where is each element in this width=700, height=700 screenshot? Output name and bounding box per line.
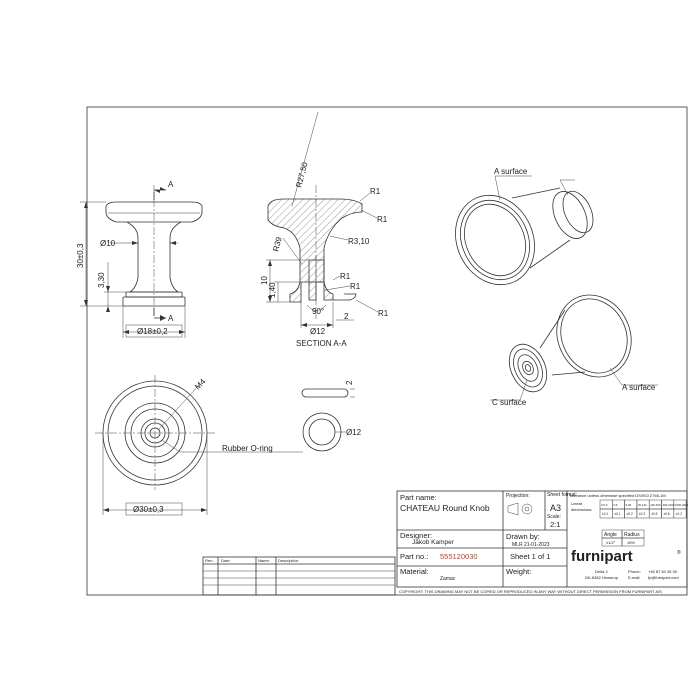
dim-r2750: R27,50 [294, 161, 310, 189]
part-name-label: Part name: [400, 493, 437, 502]
dim-neck: Ø10 [100, 239, 116, 248]
tol-value-text: ±0.2 [627, 512, 633, 516]
linear-label: Linear [571, 501, 583, 506]
radius-value: ±5% [627, 540, 635, 545]
tol-range-text: 120-400 [650, 503, 661, 507]
tol-value-text: ±1.2 [676, 512, 682, 516]
dim-r39: R39 [271, 235, 284, 252]
part-no-label: Part no.: [400, 552, 428, 561]
tol-value-text: ±0.1 [602, 512, 608, 516]
address-1: Delta 2 [595, 569, 608, 574]
dim-bottom-dia: Ø30±0,3 [133, 505, 164, 514]
tol-range-text: 6-30 [626, 503, 632, 507]
dim-base-width: Ø18±0,2 [137, 327, 168, 336]
rev-col-name: Name: [258, 558, 270, 563]
copyright: COPYRIGHT: THIS DRAWING MAY NOT BE COPIE… [399, 589, 662, 594]
brand-mark: ® [677, 549, 681, 556]
dimensions-label: dimensions: [571, 507, 592, 512]
sheet-format: A3 [550, 503, 561, 513]
dim-12: Ø12 [310, 327, 326, 336]
rev-col-date: Date: [221, 558, 231, 563]
rev-col-description: Description: [278, 558, 299, 563]
tol-range-text: 30-120 [638, 503, 647, 507]
sheet-border [86, 106, 688, 596]
dim-r310: R3,10 [348, 237, 370, 246]
section-marker-top: A [168, 180, 174, 189]
section-marker-bottom: A [168, 314, 174, 323]
weight-label: Weight: [506, 567, 531, 576]
front-view: A A 30±0,3 Ø10 3,30 Ø18±0,2 [76, 180, 203, 338]
section-view: R27,50 R39 R1 R1 R3,10 R1 R1 R1 10 1,40 … [260, 111, 389, 348]
material-label: Material: [400, 567, 429, 576]
tol-value-text: ±0.5 [651, 512, 657, 516]
dim-height: 30±0,3 [76, 243, 85, 268]
drawn-by: MLR 21-01-2023 [512, 542, 550, 548]
tol-value-text: ±0.1 [614, 512, 620, 516]
sheet-of: Sheet 1 of 1 [510, 552, 550, 561]
material: Zamac [440, 576, 456, 582]
tol-value-text: ±0.3 [639, 512, 645, 516]
part-name: CHATEAU Round Knob [400, 503, 490, 513]
tol-range-text: 3-6 [613, 503, 617, 507]
tol-range-text: 0.5-3 [601, 503, 608, 507]
oring-thickness: 2 [345, 380, 354, 385]
brand-logo: furnipart [571, 548, 633, 565]
oring-dia: Ø12 [346, 428, 362, 437]
angle-value: ±1/2° [606, 540, 616, 545]
oring-label: Rubber O-ring [222, 444, 273, 453]
rev-col-rev: Rev.: [205, 558, 214, 563]
dim-r1-e: R1 [378, 309, 389, 318]
tol-range-text: 400-1000 [663, 503, 675, 507]
projection-label: Projection: [506, 493, 530, 499]
dim-r1-d: R1 [350, 282, 361, 291]
iso-view-top: A surface [455, 167, 594, 286]
projection-symbol [507, 502, 533, 516]
dim-10: 10 [260, 276, 269, 285]
radius-label: Radius [624, 532, 640, 538]
revision-table: Rev.: Date: Name: Description: [202, 556, 396, 596]
dim-r1-c: R1 [340, 272, 351, 281]
dim-r1-mid: R1 [377, 215, 388, 224]
scale-label: Scale: [547, 514, 561, 520]
sheet-format-label: Sheet format: [547, 492, 577, 498]
angle-label: Angle [604, 532, 617, 538]
iso-c-surface: C surface [492, 398, 527, 407]
dim-base-height: 3,30 [97, 272, 106, 288]
tol-value-cell [673, 508, 687, 519]
dim-2: 2 [344, 312, 349, 321]
dim-r1-top: R1 [370, 187, 381, 196]
tolerance-title: Tolerance unless otherwise specified DS/… [569, 493, 666, 498]
phone-label: Phone: [628, 569, 641, 574]
iso-a-surface-top: A surface [494, 167, 528, 176]
tol-range-text: 1000-2000 [675, 503, 689, 507]
tolerance-table: 0.5-3 ±0.1 3-6 ±0.1 6-30 ±0.2 30-120 ±0.3 120-40… [599, 499, 689, 519]
section-title: SECTION A-A [296, 339, 347, 348]
title-block: Part name: CHATEAU Round Knob Projection… [396, 490, 689, 594]
drawn-by-label: Drawn by: [506, 532, 540, 541]
tol-value-text: ±0.8 [664, 512, 670, 516]
address-2: DK-8382 Hinnerup [585, 575, 619, 580]
iso-view-bottom: A surface C surface [490, 294, 658, 407]
part-no: 555120030 [440, 552, 478, 561]
oring-detail: 2 Ø12 Rubber O-ring [161, 380, 362, 453]
email-label: E-mail: [628, 575, 640, 580]
dim-angle: 90° [312, 307, 324, 316]
bottom-view: M4 Ø30±0,3 [95, 375, 215, 516]
email: fp@furnipart.com [648, 575, 679, 580]
designer-label: Designer: [400, 531, 432, 540]
iso-a-surface-bottom: A surface [622, 383, 656, 392]
designer: Jakob Kamper [412, 539, 455, 546]
scale: 2:1 [550, 520, 560, 529]
dim-140: 1,40 [268, 282, 277, 298]
phone: +45 87 64 35 00 [648, 569, 678, 574]
section-profile [267, 198, 363, 303]
